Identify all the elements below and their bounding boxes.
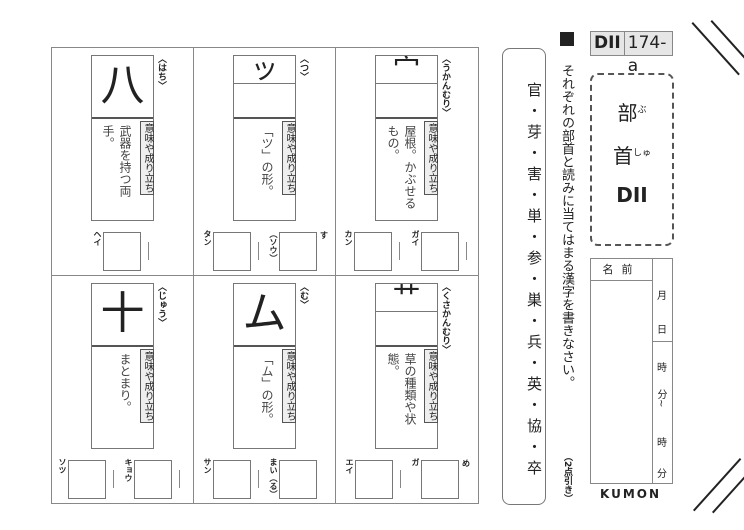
answer-divider — [148, 242, 149, 260]
answer-box[interactable] — [213, 460, 251, 499]
answer-reading: ガ — [411, 458, 420, 466]
answer-box[interactable] — [355, 460, 393, 499]
answer-divider — [400, 470, 401, 488]
answer-reading: ガイ — [411, 230, 420, 246]
title-kanji-1: 部 — [617, 101, 638, 125]
radical-glyph: ッ — [234, 56, 295, 84]
answer-divider — [258, 470, 259, 488]
answer-reading: ヘイ — [93, 230, 102, 246]
answer-reading: エイ — [345, 458, 354, 474]
title-ruby-2: しゅ — [632, 148, 651, 159]
meaning-tag: 意味や成り立ち — [140, 349, 154, 423]
radical-box: ム — [233, 283, 296, 449]
name-label: 名前 — [591, 259, 653, 281]
answer-box[interactable] — [68, 460, 106, 499]
answer-divider — [113, 470, 114, 488]
section-marker — [560, 32, 574, 46]
radical-name: 〈はち〉 — [156, 54, 166, 90]
points-note: （2点引き） — [562, 452, 572, 504]
radical-cell: 十 〈じゅう〉意味や成り立ちまとまり。ソツ キョウ — [52, 276, 194, 504]
answer-box[interactable] — [421, 460, 459, 499]
answer-box[interactable] — [279, 460, 317, 499]
meaning-tag: 意味や成り立ち — [424, 121, 438, 195]
radical-name: 〈くさかんむり〉 — [440, 282, 450, 354]
radical-cell: ム 〈む〉意味や成り立ち「ム」の形。サン まい（る） — [194, 276, 336, 504]
answer-reading: まい（る） — [269, 458, 278, 498]
radical-cell: ッ〈つ〉意味や成り立ち「ツ」の形。タン （ソウ） す — [194, 48, 336, 276]
title-level: DII — [616, 183, 648, 207]
answer-reading: ソツ — [58, 458, 67, 474]
meaning-text: 武器を持つ両手。 — [101, 125, 132, 197]
radical-name: 〈つ〉 — [298, 54, 308, 81]
end-minute-label: 分 — [657, 469, 667, 480]
answer-divider — [258, 242, 259, 260]
answer-box[interactable] — [354, 232, 392, 271]
radical-glyph: ム — [242, 288, 287, 339]
code-number: 174-a — [627, 33, 667, 76]
answer-box[interactable] — [279, 232, 317, 271]
corner-line — [691, 22, 740, 76]
answer-reading: キョウ — [124, 458, 133, 482]
radical-cell: 艹〈くさかんむり〉意味や成り立ち草の種類や状態。エイ ガ め — [336, 276, 478, 504]
worksheet-grid: 八〈はち〉意味や成り立ち武器を持つ両手。ヘイッ〈つ〉意味や成り立ち「ツ」の形。タ… — [51, 47, 479, 504]
answer-divider — [399, 242, 400, 260]
meaning-text: 「ム」の形。 — [260, 353, 274, 425]
code-level: DII — [591, 32, 625, 55]
name-field[interactable] — [591, 281, 653, 484]
radical-name: 〈じゅう〉 — [156, 282, 166, 327]
corner-line — [712, 474, 744, 514]
meaning-text: 草の種類や状態。 — [386, 353, 417, 425]
answer-reading: カン — [344, 230, 353, 246]
title-box: 部ぶ 首しゅ DII — [590, 73, 674, 246]
radical-name: 〈うかんむり〉 — [440, 54, 450, 117]
answer-box[interactable] — [103, 232, 141, 271]
end-hour-label: 時 — [657, 438, 667, 449]
title-ruby-1: ぶ — [637, 105, 647, 116]
title-kanji-2: 首 — [612, 144, 633, 168]
answer-divider — [179, 470, 180, 488]
answer-reading: サン — [203, 458, 212, 474]
answer-divider — [466, 242, 467, 260]
radical-box: 八 — [91, 55, 154, 221]
start-hour-label: 時 — [657, 363, 667, 374]
name-date-box: 名前 月 日 時 分~ 時 分 — [590, 258, 673, 484]
answer-box[interactable] — [134, 460, 172, 499]
answer-suffix: す — [320, 231, 328, 240]
meaning-tag: 意味や成り立ち — [282, 121, 296, 195]
meaning-text: まとまり。 — [118, 353, 132, 413]
radical-glyph: 八 — [100, 60, 145, 111]
word-list: 官・芽・害・単・参・巣・兵・英・協・卒 — [502, 48, 546, 505]
meaning-text: 「ツ」の形。 — [260, 125, 274, 197]
meaning-text: 屋根。かぶせるもの。 — [386, 125, 417, 209]
meaning-tag: 意味や成り立ち — [282, 349, 296, 423]
answer-suffix: め — [462, 459, 470, 468]
answer-box[interactable] — [213, 232, 251, 271]
kumon-logo: KUMON — [600, 487, 662, 501]
answer-reading: （ソウ） — [269, 230, 278, 262]
radical-glyph: 宀 — [376, 56, 437, 84]
meaning-tag: 意味や成り立ち — [140, 121, 154, 195]
start-minute-label: 分~ — [655, 389, 666, 408]
radical-cell: 宀〈うかんむり〉意味や成り立ち屋根。かぶせるもの。カン ガイ — [336, 48, 478, 276]
radical-glyph: 艹 — [376, 284, 437, 312]
radical-box: 十 — [91, 283, 154, 449]
instruction-text: それぞれの部首と読みに当てはまる漢字を書きなさい。 — [559, 64, 574, 389]
corner-line — [693, 457, 742, 512]
day-label: 日 — [657, 325, 667, 336]
answer-box[interactable] — [421, 232, 459, 271]
meaning-tag: 意味や成り立ち — [424, 349, 438, 423]
radical-cell: 八 〈はち〉意味や成り立ち武器を持つ両手。ヘイ — [52, 48, 194, 276]
month-label: 月 — [657, 291, 667, 302]
radical-glyph: 十 — [100, 288, 145, 339]
radical-name: 〈む〉 — [298, 282, 308, 309]
corner-line — [710, 20, 744, 59]
answer-reading: タン — [203, 230, 212, 246]
